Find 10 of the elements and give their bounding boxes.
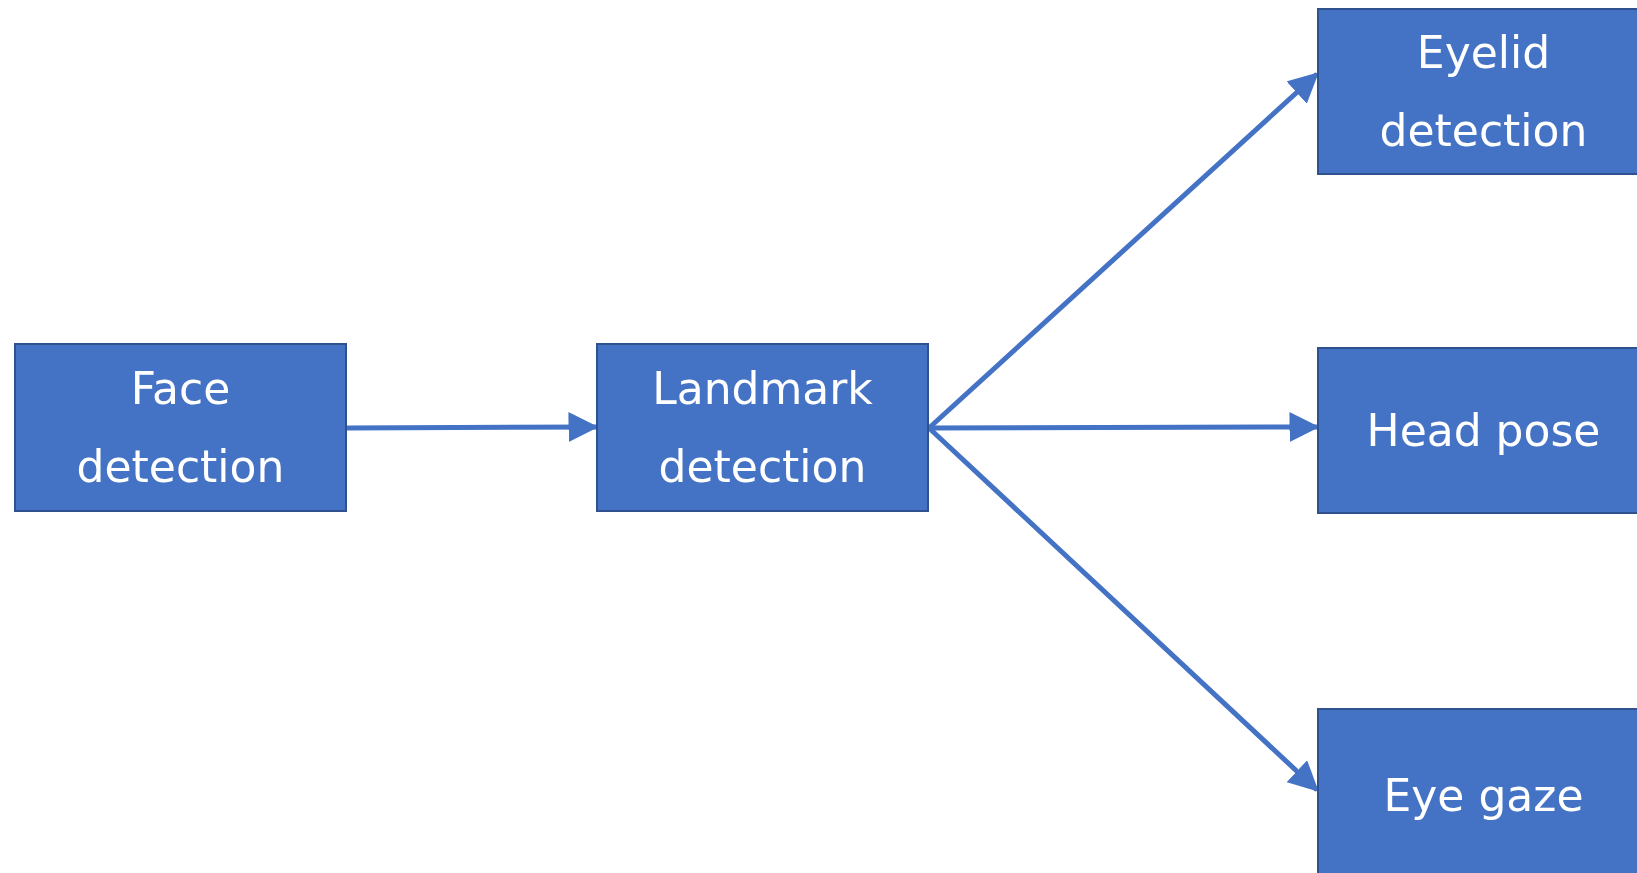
box-label: Head pose (1365, 403, 1602, 458)
process-box (596, 343, 929, 512)
box-label: Face detection (75, 361, 286, 494)
box-label: Eyelid detection (1378, 25, 1589, 158)
box-label: Landmark detection (651, 361, 874, 494)
process-box (1317, 8, 1637, 175)
process-box (1317, 708, 1637, 873)
box-label: Eye gaze (1382, 768, 1585, 823)
process-box (1317, 347, 1637, 514)
process-box (14, 343, 347, 512)
